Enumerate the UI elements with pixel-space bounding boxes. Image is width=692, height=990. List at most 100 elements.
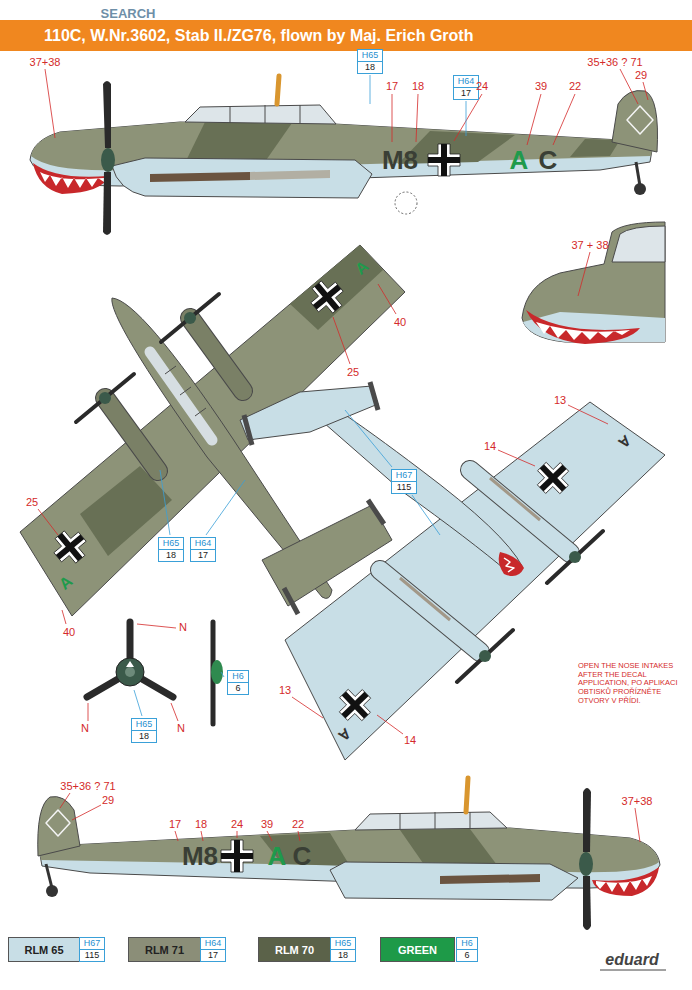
side-profile [46,864,52,888]
propeller-detail [87,622,173,697]
paint-code-box: H66 [227,670,249,695]
legend-text: RLM 70 [275,944,314,956]
side-profile [38,797,80,856]
paint-leader [160,470,245,535]
blade-mark: N [179,622,187,633]
leader-line [643,82,648,100]
callout-number: 37 + 38 [571,240,608,251]
leader-line [392,94,393,142]
sheet-title: 110C, W.Nr.3602, Stab II./ZG76, flown by… [44,28,473,44]
paint-code: H6 [228,671,248,683]
side-profile [230,105,300,124]
wing-code: A [56,573,75,593]
side-profile [583,876,591,930]
bottom-view [569,551,581,563]
paint-code-box: H66 [456,937,478,962]
paint-number: 6 [457,950,477,961]
blade-mark: N [81,723,89,734]
leader-line [267,831,272,841]
callout-number: 18 [195,819,207,830]
leader-line [292,405,608,734]
callout-number: 17 [169,819,181,830]
leader-line [60,793,640,842]
side-profile [400,812,470,829]
side-profile [30,76,658,235]
side-profile [440,874,540,884]
propeller-detail [211,660,223,684]
paint-leader [370,75,371,104]
leader-line [378,284,396,314]
paint-code: H65 [358,50,383,62]
top-view [47,524,92,569]
paint-number: 115 [392,482,417,493]
legend-text: RLM 71 [145,944,184,956]
paint-number: 18 [159,550,184,561]
leader-line [45,69,55,138]
paint-code-box: H6518 [330,937,357,962]
leader-line [416,94,418,142]
paint-code-box: H67115 [79,937,106,962]
instruction-note: OPEN THE NOSE INTAKES AFTER THE DECAL AP… [578,662,678,705]
bottom-view [380,470,570,652]
side-profile [466,778,468,812]
side-profile [112,158,372,198]
paint-leader [412,495,440,535]
side-profile [627,106,653,134]
side-profile [38,778,660,930]
leader-line [88,624,178,721]
fuselage-code: A [268,843,287,869]
side-profile [33,163,108,194]
wing-code: A [336,726,354,744]
legend-text: RLM 65 [24,944,63,956]
leader-line [38,284,396,624]
paint-code: H64 [201,938,226,950]
side-profile [612,91,658,152]
callout-number: 40 [63,627,75,638]
leader-line [553,94,575,145]
paint-number: 17 [191,550,216,561]
leader-line [201,831,203,841]
callout-number: 24 [231,819,243,830]
side-profile [579,852,593,876]
side-profile [40,172,104,188]
leader-line [620,69,638,104]
bottom-view [285,402,665,760]
top-view [76,294,219,422]
leader-line [377,715,403,734]
side-profile [150,172,250,182]
wing-code: A [352,258,371,278]
callout-number: 39 [535,81,547,92]
top-view [304,274,349,319]
bottom-view [504,558,514,572]
paint-code: H65 [159,538,184,550]
side-profile [596,876,652,892]
nose-detail [522,222,665,344]
callout-number: 25 [26,497,38,508]
color-swatch: RLM 70 [258,937,331,962]
top-view [150,352,212,440]
paint-leader [370,75,466,136]
logo-rule [600,970,666,971]
callout-number: 24 [476,81,488,92]
top-view [184,312,196,324]
side-profile [46,885,58,897]
side-profile [636,162,640,186]
bottom-view [240,386,378,440]
callout-number: 22 [569,81,581,92]
side-profile [583,788,591,852]
side-profile [260,833,350,866]
paint-leader [134,672,224,716]
leader-line [45,69,648,145]
callout-number: 35+36 ? 71 [587,57,642,68]
fuselage-code: M8 [382,147,418,173]
callout-number: 37+38 [30,57,61,68]
side-profile [355,812,507,830]
callout-number: 14 [484,441,496,452]
paint-code-box: H67115 [391,469,418,494]
side-profile [428,144,460,176]
paint-code: H67 [392,470,417,482]
leader-line [292,697,323,718]
title-band [0,20,692,51]
callout-number: 13 [554,395,566,406]
